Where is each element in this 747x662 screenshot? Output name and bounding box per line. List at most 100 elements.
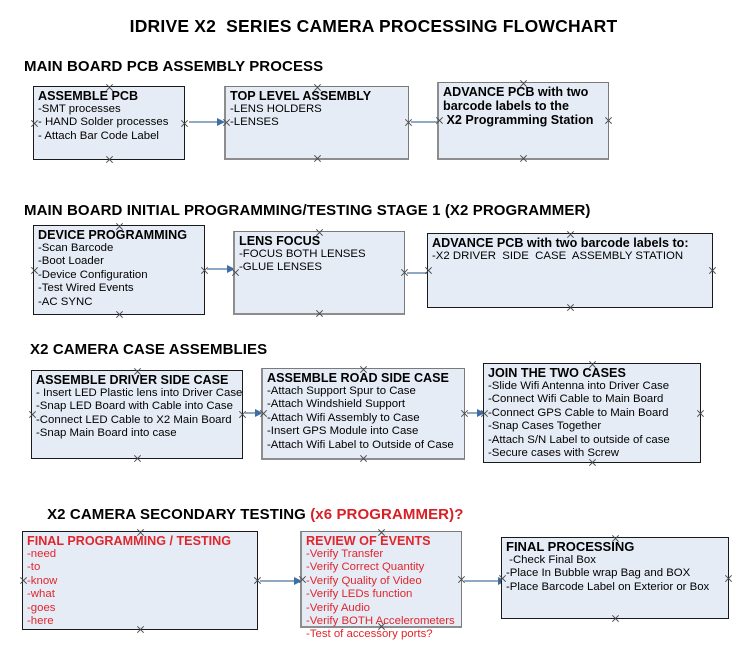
node-body: -X2 DRIVER SIDE CASE ASSEMBLY STATION <box>428 250 712 263</box>
connector-3b <box>467 412 481 414</box>
node-title: ASSEMBLE PCB <box>38 89 139 103</box>
node-title: FINAL PROGRAMMING / TESTING <box>27 534 232 548</box>
handle-bottom-icon[interactable] <box>105 155 114 164</box>
node-line: X2 Programming Station <box>443 113 594 127</box>
connector-1a <box>189 121 219 123</box>
connector-arrowhead-icon <box>217 117 225 126</box>
node-line: -Attach Windshield Support <box>267 398 406 411</box>
node-title: FINAL PROCESSING <box>506 539 635 554</box>
connector-3a <box>245 412 259 414</box>
node-body: - Insert LED Plastic lens into Driver Ca… <box>32 387 242 441</box>
node-line: -to <box>27 561 41 574</box>
connector-arrowhead-icon <box>255 408 263 417</box>
section-heading-red-text: (x6 PROGRAMMER)? <box>310 506 464 523</box>
node-line: -Scan Barcode <box>38 242 114 254</box>
node-line: -SMT processes <box>38 103 121 115</box>
node-line: -Test Wired Events <box>38 282 134 295</box>
connector-arrowhead-icon <box>477 408 485 417</box>
connector-2b <box>407 272 429 274</box>
node-review-of-events[interactable]: REVIEW OF EVENTS -Verify Transfer -Verif… <box>300 531 462 640</box>
handle-bottom-icon[interactable] <box>611 614 620 623</box>
node-line: - Insert LED Plastic lens into Driver Ca… <box>36 387 243 399</box>
section-heading-main-text: X2 CAMERA SECONDARY TESTING <box>47 506 311 523</box>
node-line: -Verify Audio <box>306 601 370 614</box>
node-line: -Device Configuration <box>38 268 148 281</box>
node-title: ADVANCE PCB with two <box>443 85 589 99</box>
node-body: -LENS HOLDERS -LENSES <box>226 103 408 130</box>
node-device-programming[interactable]: DEVICE PROGRAMMING -Scan Barcode -Boot L… <box>33 225 205 315</box>
section-heading-x2-camera-secondary-testing: X2 CAMERA SECONDARY TESTING (x6 PROGRAMM… <box>30 489 463 540</box>
node-assemble-road-side-case[interactable]: ASSEMBLE ROAD SIDE CASE -Attach Support … <box>261 368 465 460</box>
connector-2a <box>207 268 229 270</box>
node-line: -Attach S/N Label to outside of case <box>488 433 670 446</box>
handle-bottom-icon[interactable] <box>519 154 528 163</box>
node-line: -know <box>27 574 58 587</box>
node-line: -Connect Wifi Cable to Main Board <box>488 393 664 406</box>
connector-arrowhead-icon <box>294 576 302 585</box>
node-line: -Place Barcode Label on Exterior or Box <box>506 580 710 593</box>
node-line: -Check Final Box <box>506 554 596 566</box>
handle-bottom-icon[interactable] <box>315 309 324 318</box>
node-body: -SMT processes - HAND Solder processes -… <box>34 103 184 143</box>
node-advance-pcb-to-driver-side-case[interactable]: ADVANCE PCB with two barcode labels to: … <box>427 233 713 308</box>
node-line: -Place In Bubble wrap Bag and BOX <box>506 567 691 580</box>
node-title: LENS FOCUS <box>239 234 321 248</box>
node-title: DEVICE PROGRAMMING <box>38 228 188 242</box>
handle-right-icon[interactable] <box>708 266 717 275</box>
node-line: -Verify BOTH Accelerometers <box>306 615 455 628</box>
node-line: -LENS HOLDERS <box>230 103 322 115</box>
node-line: -goes <box>27 601 56 614</box>
handle-bottom-icon[interactable] <box>313 154 322 163</box>
node-line: - Attach Bar Code Label <box>38 129 159 142</box>
node-body: barcode labels to the X2 Programming Sta… <box>439 99 608 127</box>
node-final-processing[interactable]: FINAL PROCESSING -Check Final Box -Place… <box>501 537 729 619</box>
node-final-programming-testing[interactable]: FINAL PROGRAMMING / TESTING -need -to -k… <box>22 531 258 630</box>
node-line: -FOCUS BOTH LENSES <box>239 248 366 260</box>
node-overflow-line: -Test of accessory ports? <box>306 628 433 640</box>
node-body: -Check Final Box -Place In Bubble wrap B… <box>502 554 728 594</box>
node-body: -FOCUS BOTH LENSES -GLUE LENSES <box>235 248 404 275</box>
node-body: -Attach Support Spur to Case -Attach Win… <box>263 385 464 452</box>
connector-1b <box>411 121 439 123</box>
node-line: -Connect LED Cable to X2 Main Board <box>36 413 232 426</box>
node-title: ASSEMBLE DRIVER SIDE CASE <box>36 373 229 387</box>
node-line: -Connect GPS Cable to Main Board <box>488 406 669 419</box>
handle-bottom-icon[interactable] <box>566 303 575 312</box>
handle-bottom-icon[interactable] <box>115 310 124 319</box>
node-lens-focus[interactable]: LENS FOCUS -FOCUS BOTH LENSES -GLUE LENS… <box>233 231 405 315</box>
handle-bottom-icon[interactable] <box>359 454 368 463</box>
node-line: -Verify Quality of Video <box>306 574 422 587</box>
node-line: -Snap LED Board with Cable into Case <box>36 400 233 413</box>
handle-bottom-icon[interactable] <box>133 454 142 463</box>
node-line: -here <box>27 615 54 628</box>
node-line: barcode labels to the <box>443 99 569 113</box>
node-line: -what <box>27 588 55 601</box>
node-advance-pcb-to-programming-station[interactable]: ADVANCE PCB with two barcode labels to t… <box>437 82 609 160</box>
node-line: -Secure cases with Screw <box>488 447 620 460</box>
node-line: -Attach Support Spur to Case <box>267 385 416 397</box>
node-top-level-assembly[interactable]: TOP LEVEL ASSEMBLY -LENS HOLDERS -LENSES <box>224 86 409 160</box>
connector-4a <box>260 580 297 582</box>
node-line: -X2 DRIVER SIDE CASE ASSEMBLY STATION <box>432 250 684 262</box>
node-line: -Verify Transfer <box>306 548 384 560</box>
node-body: -Verify Transfer -Verify Correct Quantit… <box>302 548 461 628</box>
node-body: -need -to -know -what -goes -here <box>23 548 257 628</box>
node-line: - HAND Solder processes <box>38 116 169 129</box>
node-line: -Attach Wifi Assembly to Case <box>267 411 420 424</box>
node-title: REVIEW OF EVENTS <box>306 534 431 548</box>
node-line: -Insert GPS Module into Case <box>267 425 419 438</box>
node-line: -Verify LEDs function <box>306 588 413 601</box>
node-assemble-pcb[interactable]: ASSEMBLE PCB -SMT processes - HAND Solde… <box>33 86 185 160</box>
node-line: -Verify Correct Quantity <box>306 561 425 574</box>
node-line: -Slide Wifi Antenna into Driver Case <box>488 380 670 392</box>
node-body: -Scan Barcode -Boot Loader -Device Confi… <box>34 242 204 309</box>
node-line: -GLUE LENSES <box>239 261 322 274</box>
node-line: -LENSES <box>230 116 279 129</box>
connector-4b <box>464 580 501 582</box>
node-title: TOP LEVEL ASSEMBLY <box>230 89 372 103</box>
node-join-the-two-cases[interactable]: JOIN THE TWO CASES -Slide Wifi Antenna i… <box>483 363 701 463</box>
node-title: ADVANCE PCB with two barcode labels to: <box>432 236 689 250</box>
section-heading-main-board-initial-programming: MAIN BOARD INITIAL PROGRAMMING/TESTING S… <box>24 202 591 219</box>
node-assemble-driver-side-case[interactable]: ASSEMBLE DRIVER SIDE CASE - Insert LED P… <box>31 370 243 459</box>
